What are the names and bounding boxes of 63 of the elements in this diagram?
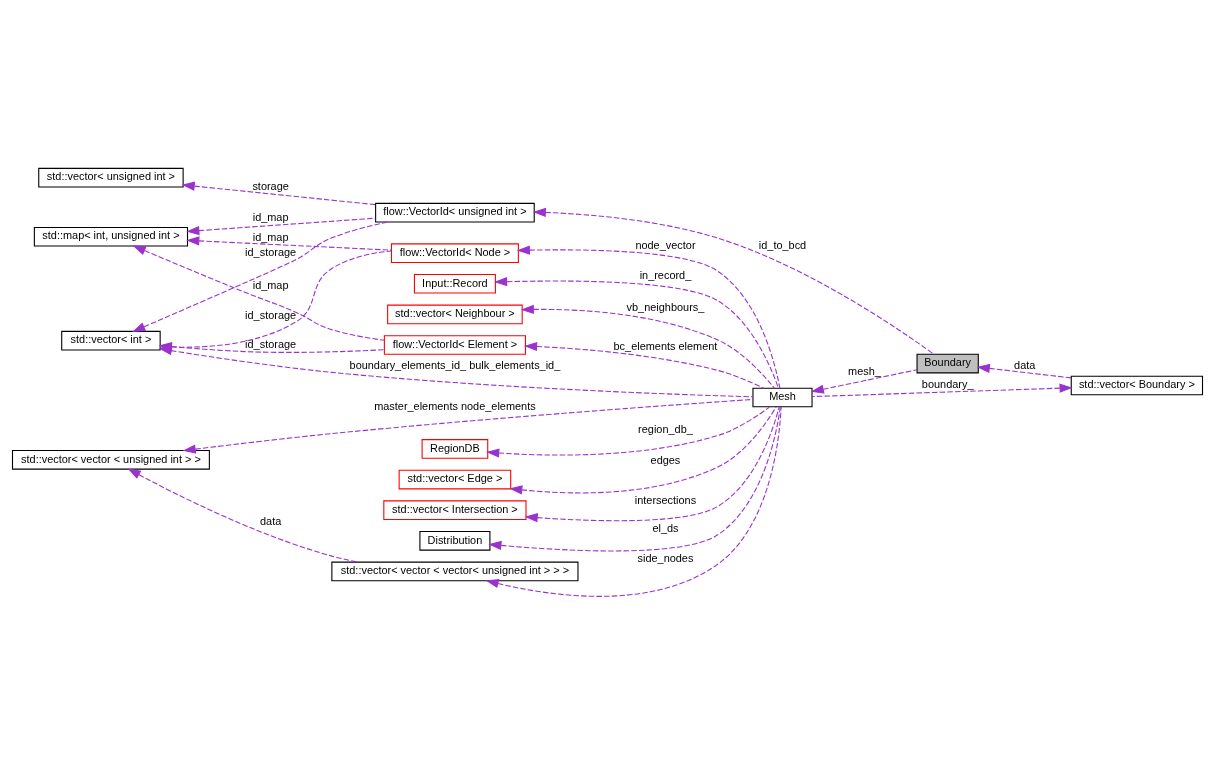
node-box: std::map< int, unsigned int > (33, 226, 189, 247)
node-box: std::vector< int > (61, 330, 161, 351)
node-box: std::vector< Boundary > (1070, 375, 1204, 396)
node-box: std::vector< vector < vector< unsigned int > > > (331, 561, 579, 582)
edge-label: master_elements node_elements (374, 399, 536, 412)
arrow (516, 245, 781, 389)
arrow (182, 398, 753, 454)
arrow (486, 406, 770, 458)
edge-label: boundary_elements_id_ bulk_elements_id_ (349, 359, 561, 372)
edge-label: side_nodes (637, 551, 694, 564)
arrow (132, 245, 385, 341)
edge-label: id_storage (245, 246, 297, 259)
arrow (186, 217, 377, 236)
node-box: std::vector< Intersection > (383, 500, 527, 520)
arrow (509, 406, 777, 495)
arrow (524, 406, 780, 523)
edge-label: el_ds (652, 522, 679, 535)
node-box: Distribution (419, 530, 491, 551)
node-box: RegionDB (421, 439, 489, 459)
edge-label: storage (252, 179, 289, 192)
node-box: flow::VectorId< Node > (390, 243, 519, 263)
node-box: std::vector< unsigned int > (38, 167, 184, 188)
edge-label: id_storage (245, 338, 297, 351)
arrow (488, 406, 781, 552)
arrow (158, 346, 754, 398)
edge-label: id_map (252, 231, 289, 244)
edge-label: region_db_ (638, 422, 693, 435)
edge-label: data (259, 515, 282, 528)
arrow (494, 277, 779, 389)
arrow (811, 383, 1073, 398)
node-box: std::vector< vector < unsigned int > > (11, 450, 210, 470)
node-box: flow::VectorId< Element > (383, 335, 526, 355)
edge-label: boundary_ (921, 377, 974, 390)
arrow (810, 369, 918, 394)
edge-label: vb_neighbours_ (626, 301, 705, 314)
arrow (532, 207, 935, 355)
arrow (127, 468, 359, 563)
arrow (524, 341, 765, 389)
edge-label: node_vector (635, 238, 696, 251)
edge-label: data (1014, 359, 1036, 372)
edge-label: bc_elements element (613, 340, 718, 353)
edge-label: edges (650, 454, 681, 467)
arrow (132, 221, 389, 332)
edge-label: id_to_bcd (758, 238, 807, 251)
arrow (181, 181, 377, 206)
node-box: Boundary (916, 353, 979, 374)
edge-label: intersections (634, 493, 697, 506)
arrow (976, 363, 1072, 379)
node-box: std::vector< Edge > (398, 469, 512, 490)
node-box: flow::VectorId< unsigned int > (375, 202, 535, 223)
arrow (158, 250, 392, 352)
arrow (186, 236, 392, 251)
node-box: Mesh (752, 387, 813, 408)
edge-label: id_storage (245, 308, 297, 321)
edge-label: mesh_ (848, 364, 881, 377)
arrow (158, 342, 385, 353)
arrow (485, 406, 782, 597)
node-box: std::vector< Neighbour > (387, 304, 523, 325)
edge-label: in_record_ (639, 269, 692, 282)
edge-label: id_map (252, 279, 289, 292)
node-box: Input::Record (413, 273, 496, 294)
edge-label: id_map (252, 211, 289, 224)
arrow (520, 304, 775, 389)
